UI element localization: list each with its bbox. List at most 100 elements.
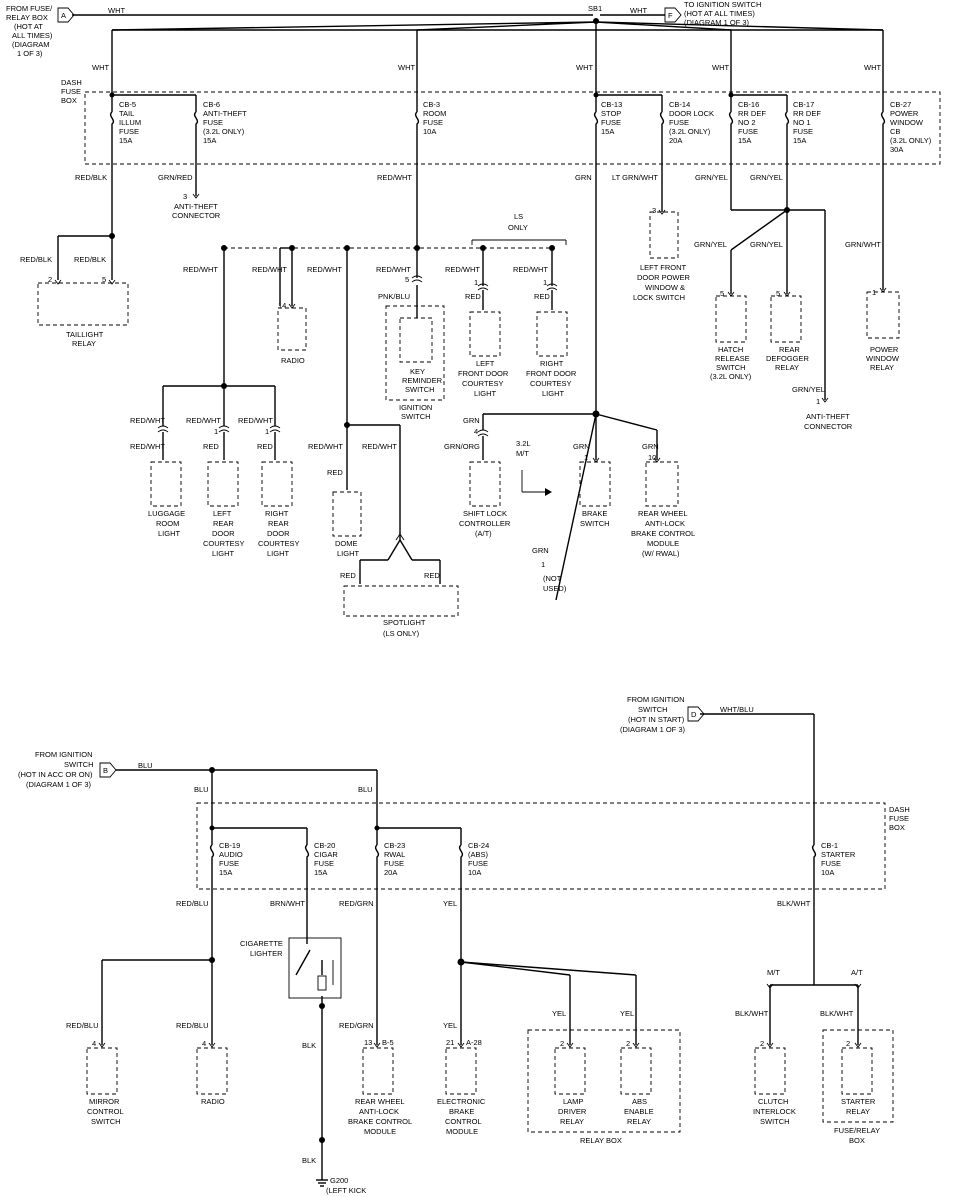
svg-text:(3.2L ONLY): (3.2L ONLY) (203, 127, 245, 136)
svg-text:MODULE: MODULE (364, 1127, 396, 1136)
svg-text:GRN/YEL: GRN/YEL (750, 240, 783, 249)
svg-text:LS: LS (514, 212, 523, 221)
svg-text:RED/WHT: RED/WHT (186, 416, 221, 425)
svg-text:FUSE: FUSE (119, 127, 139, 136)
svg-text:BRN/WHT: BRN/WHT (270, 899, 305, 908)
svg-text:RED/WHT: RED/WHT (130, 416, 165, 425)
svg-text:LEFT FRONT: LEFT FRONT (640, 263, 687, 272)
svg-text:TAIL: TAIL (119, 109, 134, 118)
luggage-box (150, 461, 182, 507)
svg-text:SWITCH: SWITCH (716, 363, 746, 372)
svg-text:LAMP: LAMP (563, 1097, 583, 1106)
svg-text:STOP: STOP (601, 109, 621, 118)
rear-defogger-box (770, 295, 802, 343)
dash-fuse-box-bottom (196, 802, 886, 890)
svg-text:NO 2: NO 2 (738, 118, 756, 127)
svg-text:FUSE: FUSE (601, 118, 621, 127)
wire-wht-6: WHT (712, 63, 729, 72)
svg-text:SPOTLIGHT: SPOTLIGHT (383, 618, 426, 627)
fuse-cb5-label: CB-5 TAIL ILLUM FUSE 15A (119, 100, 141, 145)
labels: A F SB1 FROM FUSE/ RELAY BOX (HOT AT ALL… (6, 0, 932, 1195)
svg-text:ABS: ABS (632, 1097, 647, 1106)
svg-text:INTERLOCK: INTERLOCK (753, 1107, 796, 1116)
left-door-switch-box (649, 211, 679, 259)
svg-text:1 OF 3): 1 OF 3) (17, 49, 43, 58)
svg-text:GRN/YEL: GRN/YEL (792, 385, 825, 394)
splice-sb1: SB1 (588, 4, 602, 13)
dome-box (332, 491, 362, 537)
svg-text:RED/BLU: RED/BLU (176, 1021, 209, 1030)
svg-text:CONNECTOR: CONNECTOR (172, 211, 221, 220)
dash-fuse-box-top (84, 91, 941, 165)
svg-text:1: 1 (584, 453, 588, 462)
from-ign-acc-label: FROM IGNITION SWITCH (HOT IN ACC OR ON) … (18, 750, 94, 789)
svg-text:(3.2L ONLY): (3.2L ONLY) (890, 136, 932, 145)
svg-text:GRN/YEL: GRN/YEL (694, 240, 727, 249)
svg-text:FUSE: FUSE (61, 87, 81, 96)
bottom-boxes (86, 802, 894, 1133)
svg-text:REAR: REAR (779, 345, 800, 354)
fuse-cb24-label: CB-24 (ABS) FUSE 10A (468, 841, 489, 877)
svg-text:GRN/YEL: GRN/YEL (695, 173, 728, 182)
svg-text:DASH: DASH (61, 78, 82, 87)
svg-text:SWITCH: SWITCH (580, 519, 610, 528)
svg-text:ILLUM: ILLUM (119, 118, 141, 127)
svg-text:1: 1 (474, 278, 478, 287)
svg-text:(HOT IN START): (HOT IN START) (628, 715, 685, 724)
svg-text:POWER: POWER (870, 345, 899, 354)
right-courtesy-box (536, 311, 568, 357)
svg-text:(DIAGRAM 1 OF 3): (DIAGRAM 1 OF 3) (684, 18, 750, 27)
svg-text:RED/BLK: RED/BLK (75, 173, 107, 182)
svg-text:FUSE: FUSE (738, 127, 758, 136)
svg-text:GRN/RED: GRN/RED (158, 173, 193, 182)
svg-text:KEY: KEY (410, 367, 425, 376)
svg-text:MIRROR: MIRROR (89, 1097, 120, 1106)
top-splices (109, 18, 790, 428)
svg-text:15A: 15A (793, 136, 806, 145)
svg-text:LIGHT: LIGHT (474, 389, 497, 398)
svg-text:FRONT DOOR: FRONT DOOR (526, 369, 577, 378)
svg-text:14: 14 (278, 301, 286, 310)
svg-text:SWITCH: SWITCH (638, 705, 668, 714)
svg-text:RED/WHT: RED/WHT (130, 442, 165, 451)
svg-text:CB-3: CB-3 (423, 100, 440, 109)
svg-text:RELAY: RELAY (560, 1117, 584, 1126)
svg-text:1: 1 (541, 560, 545, 569)
svg-text:30A: 30A (890, 145, 903, 154)
svg-text:FRONT DOOR: FRONT DOOR (458, 369, 509, 378)
svg-text:4: 4 (202, 1039, 206, 1048)
svg-text:GRN: GRN (575, 173, 592, 182)
svg-text:RED/WHT: RED/WHT (238, 416, 273, 425)
svg-text:10: 10 (648, 453, 656, 462)
svg-text:SWITCH: SWITCH (405, 385, 435, 394)
svg-text:BLK: BLK (302, 1041, 316, 1050)
svg-text:GRN/ORG: GRN/ORG (444, 442, 480, 451)
svg-text:(W/ RWAL): (W/ RWAL) (642, 549, 680, 558)
svg-text:CB-16: CB-16 (738, 100, 759, 109)
svg-text:CB-20: CB-20 (314, 841, 335, 850)
svg-text:BLU: BLU (194, 785, 209, 794)
svg-text:(LEFT KICK: (LEFT KICK (326, 1186, 366, 1195)
svg-text:1: 1 (265, 427, 269, 436)
svg-text:2: 2 (846, 1039, 850, 1048)
svg-text:BOX: BOX (889, 823, 905, 832)
svg-text:RADIO: RADIO (281, 356, 305, 365)
svg-text:CB-13: CB-13 (601, 100, 622, 109)
svg-text:DRIVER: DRIVER (558, 1107, 587, 1116)
wire-wht-3: WHT (92, 63, 109, 72)
svg-text:HATCH: HATCH (718, 345, 743, 354)
svg-text:ANTI-LOCK: ANTI-LOCK (359, 1107, 399, 1116)
bottom-fuse-symbols (209, 844, 817, 861)
svg-text:WINDOW: WINDOW (890, 118, 924, 127)
svg-text:LEFT: LEFT (476, 359, 495, 368)
fuse-cb16-label: CB-16 RR DEF NO 2 FUSE 15A (738, 100, 766, 145)
conn-a-label: A (61, 11, 66, 20)
shift-lock-box (469, 461, 501, 507)
svg-text:21: 21 (446, 1038, 454, 1047)
svg-text:3: 3 (652, 206, 656, 215)
svg-text:RED/WHT: RED/WHT (252, 265, 287, 274)
svg-text:MODULE: MODULE (446, 1127, 478, 1136)
svg-text:13: 13 (364, 1038, 372, 1047)
rwal-box-top (645, 461, 679, 507)
ebcm-box (445, 1047, 477, 1095)
